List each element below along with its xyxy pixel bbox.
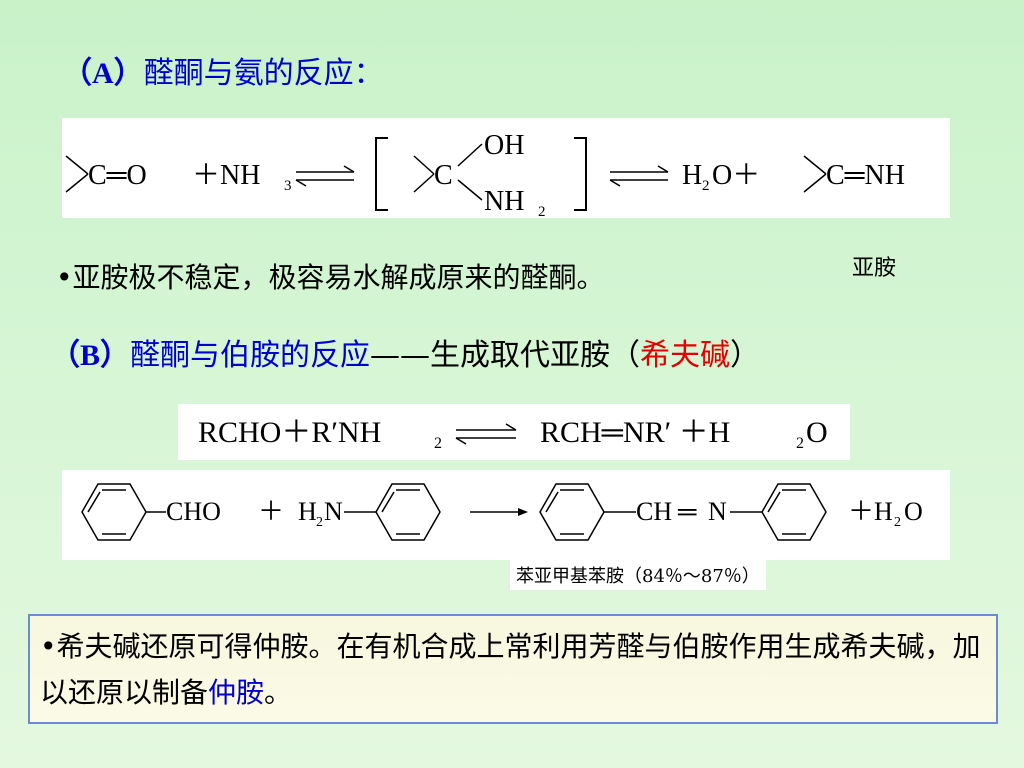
equilibrium-arrow-1: [295, 165, 355, 187]
intermediate-amino: NH: [484, 186, 524, 217]
water-h: H: [682, 160, 702, 191]
reactant-carbonyl: C═O: [88, 160, 147, 191]
section-b-heading: （B）醛酮与伯胺的反应——生成取代亚胺（希夫碱）: [50, 330, 760, 374]
section-a-label: （A）: [62, 57, 144, 90]
right-bracket: [574, 137, 587, 211]
water-product-o: O: [904, 497, 923, 526]
amine-h: H: [298, 497, 317, 526]
benzene-ring-3: [539, 483, 605, 541]
aldehyde-group: CHO: [166, 497, 221, 526]
general-equation: RCHO＋R′NH 2 RCH═NR′ ＋H 2 O: [198, 416, 828, 452]
section-b-close: ）: [730, 338, 761, 373]
imine-label: 亚胺: [852, 256, 897, 281]
product-caption: 苯亚甲基苯胺（84％～87％）: [510, 560, 766, 590]
left-bracket: [375, 137, 388, 211]
section-b-subtitle: 生成取代亚胺（: [430, 338, 641, 373]
note-text: •希夫碱还原可得仲胺。在有机合成上常利用芳醛与伯胺作用生成希夫碱，加以还原以制备: [40, 630, 981, 709]
secondary-amine-term: 仲胺: [208, 676, 265, 709]
imine-double-bond: ═: [677, 497, 697, 526]
water-product-h: ＋H: [848, 497, 893, 526]
amino-subscript: 2: [538, 204, 546, 218]
general-product-subscript: 2: [796, 435, 804, 452]
section-b-title: 醛酮与伯胺的反应: [130, 338, 371, 373]
note-end: 。: [264, 676, 293, 709]
section-b-label: （B）: [50, 339, 131, 372]
benzene-ring-1: [81, 483, 147, 541]
benzaldehyde-aniline-reaction: CHO ＋ H 2 N CH ═ N ＋H 2 O: [81, 483, 923, 541]
water-product-subscript: 2: [894, 515, 901, 530]
schiff-base-note: •希夫碱还原可得仲胺。在有机合成上常利用芳醛与伯胺作用生成希夫碱，加以还原以制备…: [28, 614, 998, 724]
imine-n: N: [708, 497, 727, 526]
general-equation-box: RCHO＋R′NH 2 RCH═NR′ ＋H 2 O: [178, 404, 850, 460]
section-b-dash: ——: [370, 338, 431, 373]
general-product-o: O: [806, 416, 828, 449]
section-a-heading: （A）醛酮与氨的反应：: [62, 48, 384, 92]
general-reactant-subscript: 2: [434, 435, 442, 452]
reaction-a-diagram: C═O ＋NH 3 C OH NH 2 H 2 O＋: [65, 130, 905, 220]
water-o: O＋: [712, 160, 760, 191]
amine-n: N: [324, 497, 343, 526]
general-products: RCH═NR′ ＋H: [540, 416, 730, 449]
water-subscript: 2: [702, 178, 710, 194]
ammonia-subscript: 3: [284, 178, 292, 194]
equilibrium-arrow-2: [609, 165, 669, 187]
reaction-arrow: [470, 508, 528, 516]
reactant-ammonia: ＋NH: [192, 160, 260, 191]
reaction-a-box: C═O ＋NH 3 C OH NH 2 H 2 O＋: [62, 118, 950, 220]
benzene-ring-2: [375, 483, 441, 541]
equilibrium-arrow-3: [455, 423, 517, 445]
intermediate-hydroxyl: OH: [484, 130, 524, 161]
general-reactants: RCHO＋R′NH: [198, 416, 381, 449]
benzene-ring-4: [761, 483, 827, 541]
section-a-title: 醛酮与氨的反应：: [143, 56, 384, 91]
schiff-base-term: 希夫碱: [640, 338, 731, 373]
plus-sign-1: ＋: [258, 497, 284, 526]
imine-stability-note: •亚胺极不稳定，极容易水解成原来的醛酮。: [56, 261, 605, 294]
intermediate-carbon: C: [434, 160, 453, 191]
product-imine: C═NH: [826, 160, 905, 191]
specific-equation-box: CHO ＋ H 2 N CH ═ N ＋H 2 O: [62, 470, 950, 560]
imine-ch: CH: [636, 497, 672, 526]
amine-subscript: 2: [316, 515, 323, 530]
